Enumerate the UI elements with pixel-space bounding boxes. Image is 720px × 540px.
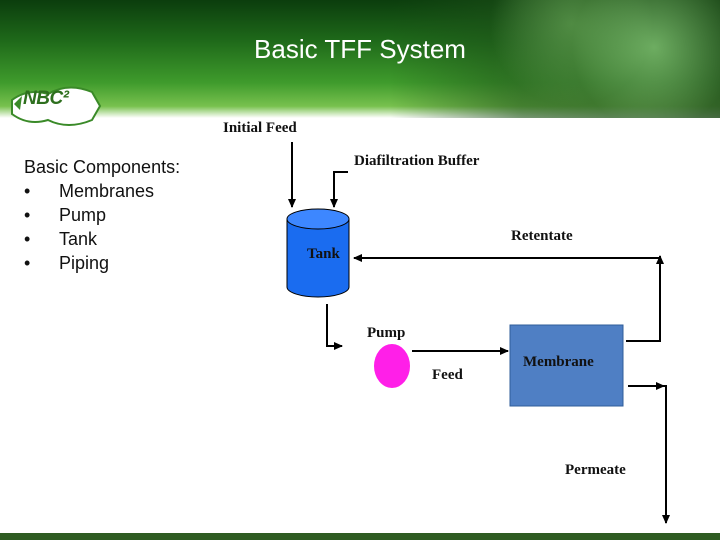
feed-label: Feed [432,367,463,383]
diafiltration-buffer-label: Diafiltration Buffer [354,153,480,169]
tank-to-pump-line [326,304,343,350]
basic-components-list: Basic Components: •Membranes •Pump •Tank… [24,155,180,275]
permeate-label: Permeate [565,462,626,478]
tank-label: Tank [307,246,340,262]
retentate-label: Retentate [511,228,573,244]
diafiltration-buffer-line [330,171,348,208]
logo-text: NBC² [23,88,69,109]
component-item: •Tank [24,229,98,249]
pump-icon [374,344,410,388]
component-item: •Membranes [24,181,155,201]
slide-title: Basic TFF System [254,34,466,64]
tank-icon [286,208,350,298]
components-heading: Basic Components: [24,157,181,177]
header-photo [390,0,720,118]
component-item: •Piping [24,253,110,273]
pump-label: Pump [367,325,406,341]
retentate-line [353,254,661,342]
initial-feed-label: Initial Feed [223,120,297,136]
footer-bar [0,533,720,540]
membrane-icon [509,324,624,407]
component-item: •Pump [24,205,107,225]
membrane-label: Membrane [523,354,594,370]
permeate-line [628,385,670,524]
nbc2-logo-icon [11,86,102,126]
slide-header [0,0,720,118]
